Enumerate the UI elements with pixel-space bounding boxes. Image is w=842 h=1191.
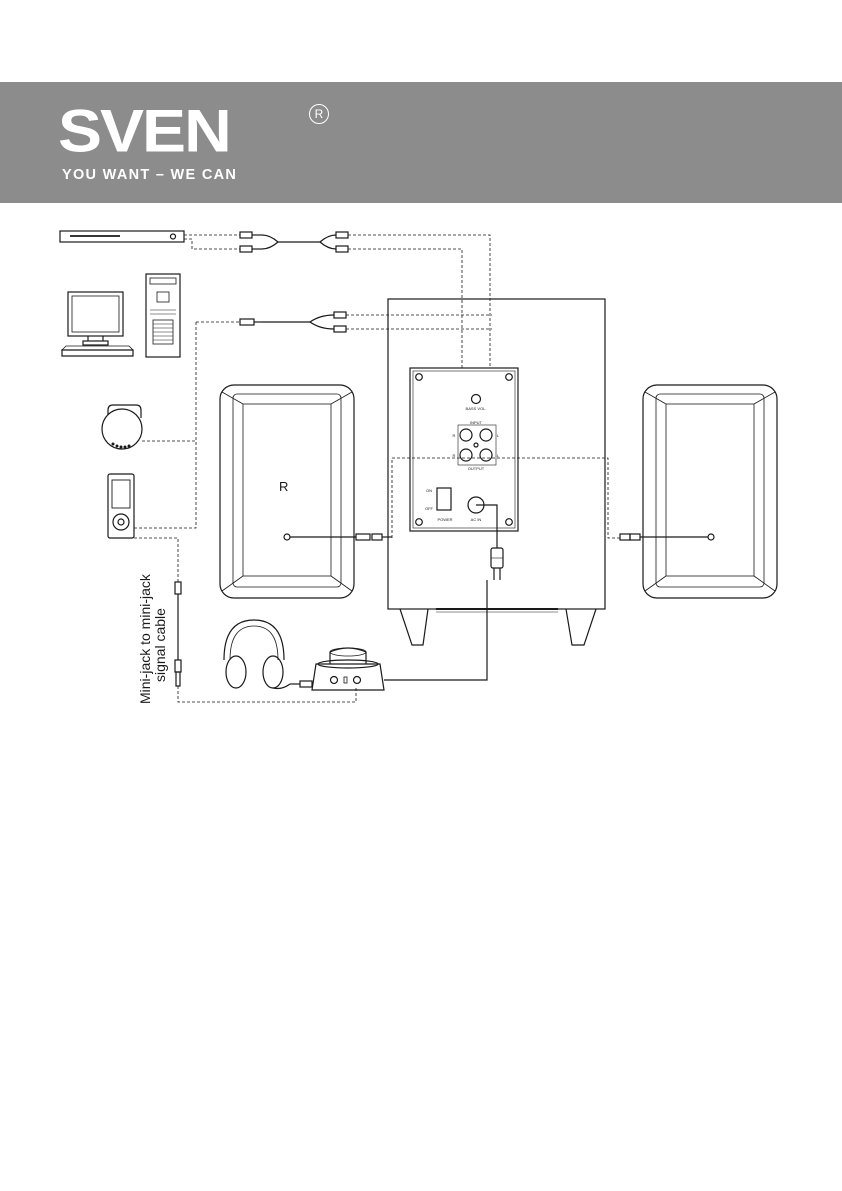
satellite-speaker-left (642, 384, 778, 599)
speaker-r-cable (290, 533, 392, 541)
speaker-r-label: R (279, 479, 288, 494)
off-label: OFF (425, 506, 434, 511)
pod-to-sub-cable (384, 580, 488, 681)
signal-paths-to-sub (346, 234, 492, 428)
connection-diagram: BASS VOL. INPUT OUTPUT R L R L ON OFF PO… (59, 230, 778, 704)
header-banner (0, 82, 842, 203)
slogan: YOU WANT – WE CAN (62, 167, 238, 183)
control-pod (311, 647, 385, 691)
mp3-player-icon (107, 473, 135, 539)
power-cord (476, 504, 504, 580)
output-l-jack (479, 448, 493, 462)
output-r-jack (459, 448, 473, 462)
input-label: INPUT (470, 420, 483, 425)
satellite-speaker-right (219, 384, 355, 599)
aux-input-jack (352, 675, 362, 685)
signal-paths-outputs (391, 457, 620, 539)
rear-panel (409, 367, 519, 532)
sven-logo: SVEN (58, 96, 232, 165)
headphone-output-jack (329, 675, 339, 685)
signal-paths-left (134, 234, 357, 703)
bass-volume-knob (470, 393, 482, 405)
power-label: POWER (437, 517, 452, 522)
headphones-icon (223, 619, 291, 690)
power-switch (436, 487, 452, 511)
on-label: ON (426, 488, 432, 493)
pc-tower-icon (145, 273, 181, 358)
input-r-jack (459, 428, 473, 442)
ac-in-label: AC IN (471, 517, 482, 522)
cd-player-icon (101, 404, 143, 450)
output-label: OUTPUT (468, 466, 485, 471)
rca-cable-dvd (239, 231, 349, 253)
mini-jack-cable (174, 581, 182, 687)
panel-l-label: L (497, 433, 500, 438)
dvd-player-icon (59, 230, 185, 243)
cable-label-line2: signal cable (152, 608, 168, 682)
input-l-jack (479, 428, 493, 442)
subwoofer (387, 298, 606, 646)
computer-icon (61, 291, 134, 357)
panel-r-label: R (453, 433, 456, 438)
registered-mark: R (309, 104, 329, 124)
jack-to-rca-cable-pc (239, 311, 347, 333)
panel-l2-label: L (497, 453, 500, 458)
bass-vol-label: BASS VOL. (466, 406, 487, 411)
panel-r2-label: R (453, 453, 456, 458)
speaker-l-cable (619, 533, 708, 541)
cable-label-line1: Mini-jack to mini-jack (137, 573, 153, 704)
headphone-jack-cable (290, 680, 313, 688)
